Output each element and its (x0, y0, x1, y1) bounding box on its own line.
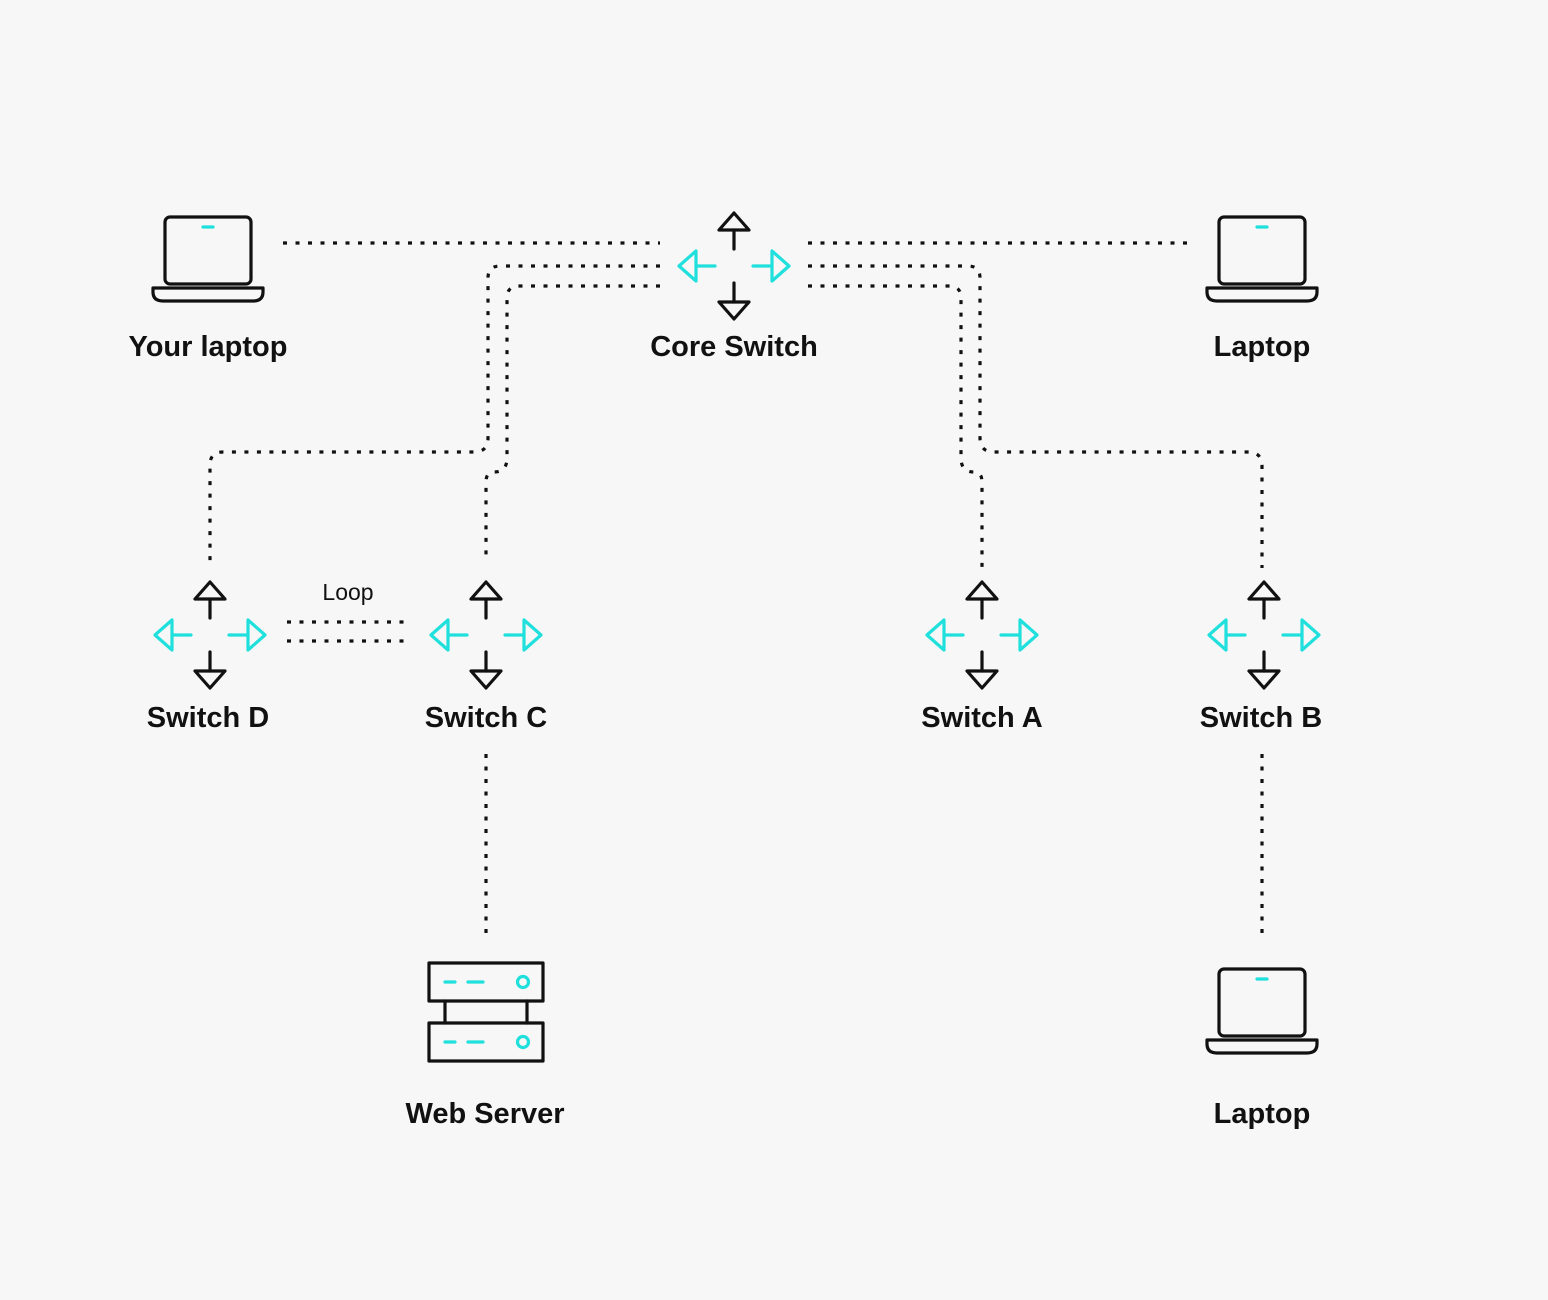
node-switch-a: Switch A (921, 580, 1043, 734)
node-switch-d: Switch D (147, 580, 269, 734)
links (208, 241, 1264, 936)
switch-icon (429, 580, 543, 690)
laptop-label: Laptop (1214, 1098, 1311, 1130)
laptop-label: Laptop (1214, 331, 1311, 363)
link-core-switch-switch-d (208, 264, 660, 562)
switch-b-label: Switch B (1200, 702, 1322, 734)
web-server-label: Web Server (405, 1098, 564, 1130)
node-switch-b: Switch B (1200, 580, 1322, 734)
server-icon (427, 961, 545, 1063)
node-switch-c: Switch C (425, 580, 548, 734)
switch-icon (153, 580, 267, 690)
laptop-icon (151, 215, 265, 303)
switch-d-label: Switch D (147, 702, 269, 734)
loop-label: Loop (322, 579, 373, 605)
node-core-switch: Core Switch (650, 211, 818, 363)
link-core-switch-switch-b (808, 264, 1264, 568)
node-laptop-top-right: Laptop (1205, 215, 1319, 363)
node-your-laptop: Your laptop (129, 215, 288, 363)
link-core-switch-switch-c (484, 284, 660, 562)
node-web-server: Web Server (405, 961, 565, 1130)
switch-c-label: Switch C (425, 702, 548, 734)
switch-icon (1207, 580, 1321, 690)
link-core-switch-switch-a (808, 284, 984, 568)
switch-icon (925, 580, 1039, 690)
switch-icon (677, 211, 791, 321)
laptop-icon (1205, 215, 1319, 303)
node-laptop-bottom-right: Laptop (1205, 967, 1319, 1130)
your-laptop-label: Your laptop (129, 331, 288, 363)
laptop-icon (1205, 967, 1319, 1055)
switch-a-label: Switch A (921, 702, 1042, 734)
core-switch-label: Core Switch (650, 331, 818, 363)
